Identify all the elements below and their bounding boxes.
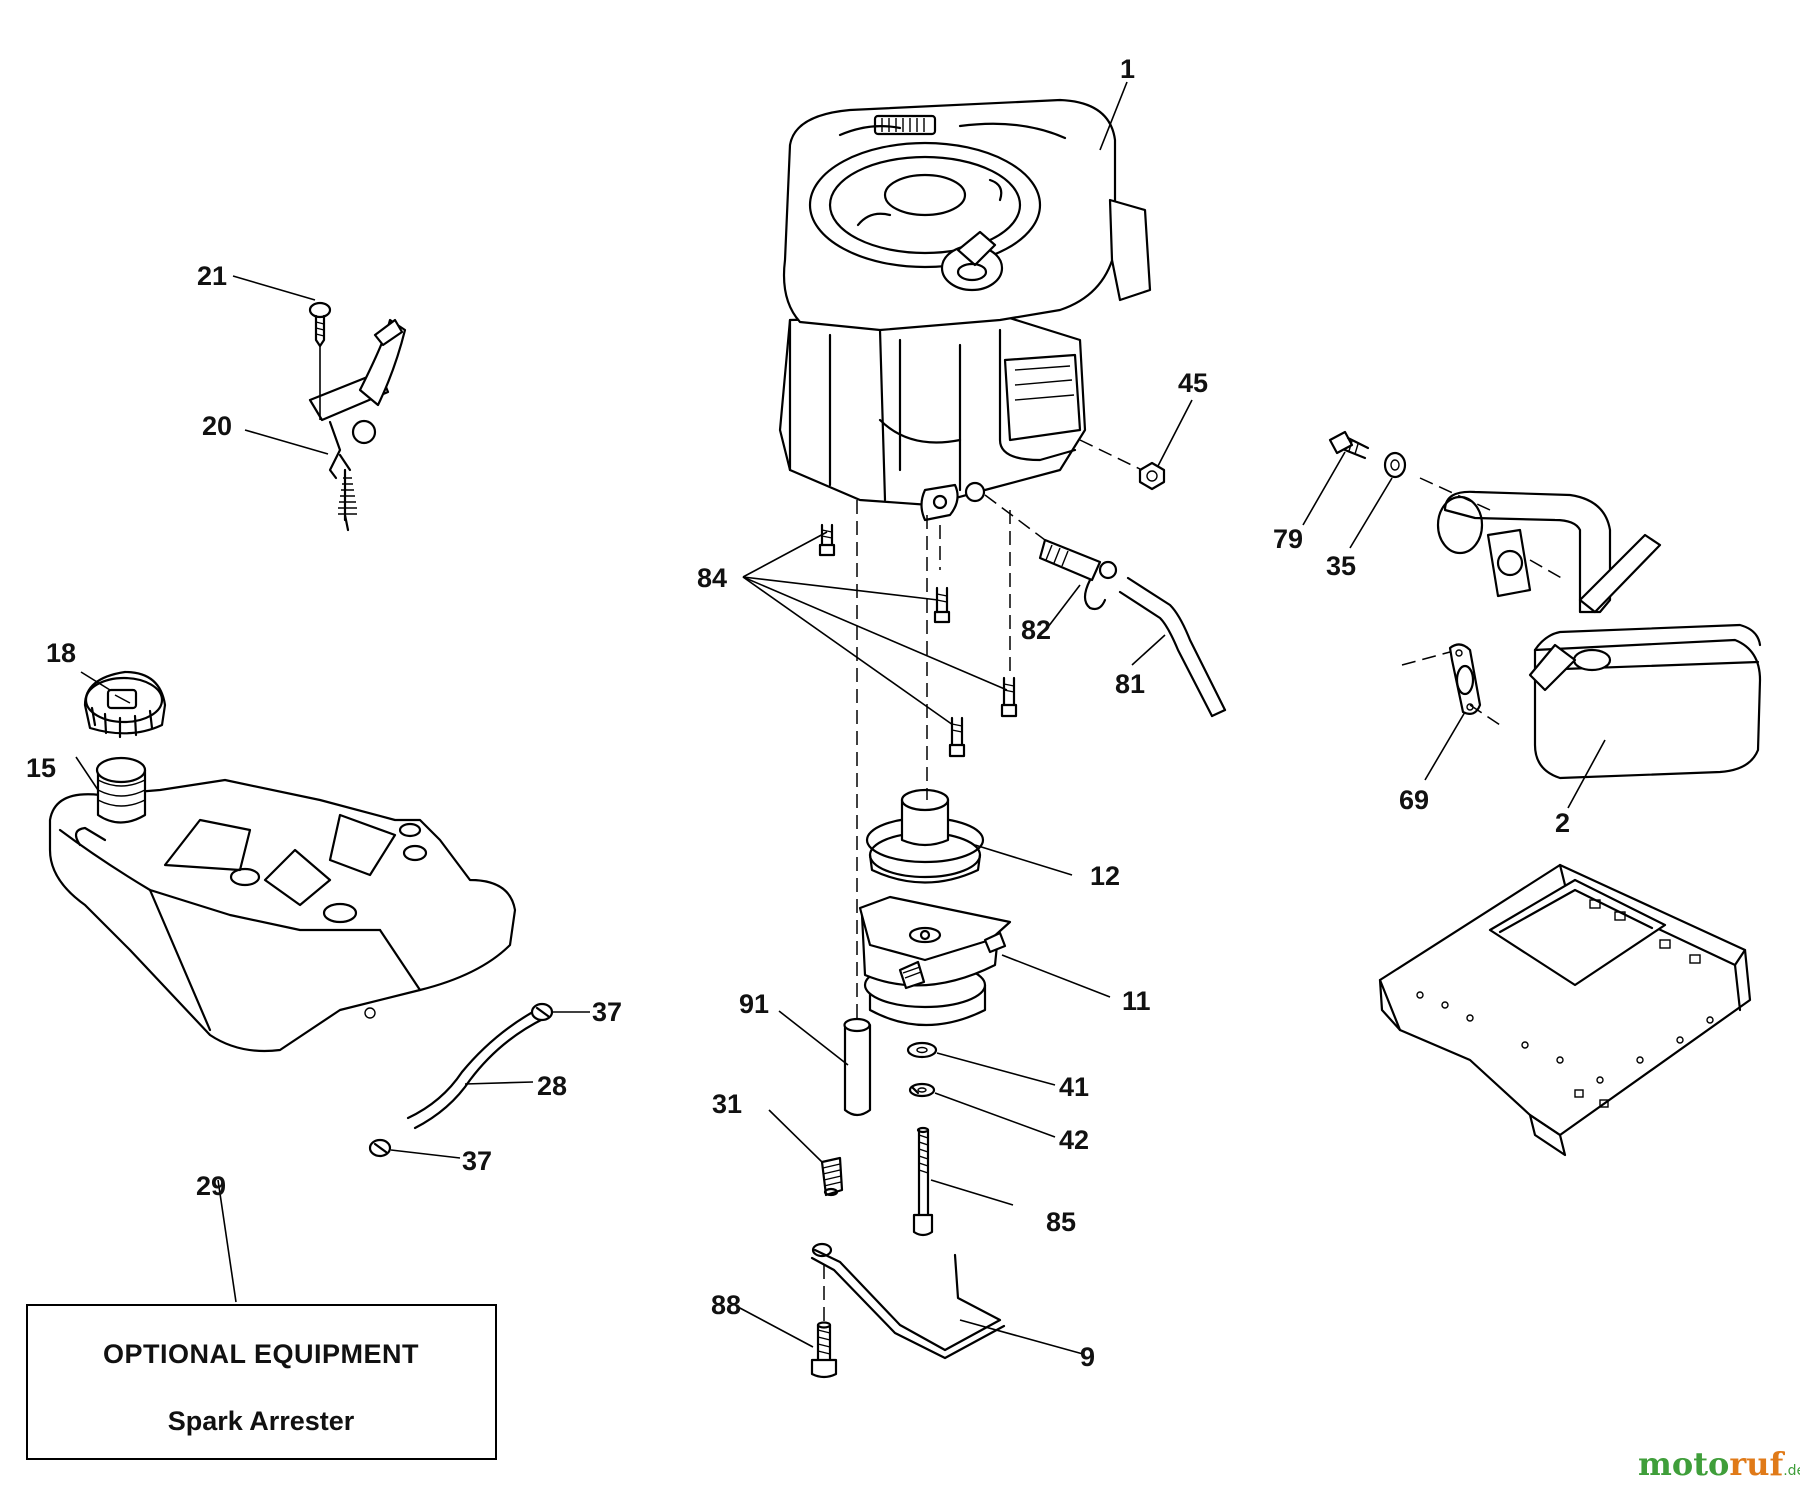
callout-82: 82: [1021, 615, 1051, 645]
callout-1: 1: [1120, 54, 1135, 84]
hose-clamp-part-37-top: [530, 1002, 554, 1022]
set-screw-part-31: [820, 1156, 844, 1197]
throttle-control-part-20: [308, 318, 407, 532]
hose-clamp-part-37-bottom: [368, 1138, 392, 1158]
optional-equipment-title: OPTIONAL EQUIPMENT: [103, 1339, 419, 1369]
callout-79: 79: [1273, 524, 1303, 554]
callouts: 1 21 20 45 84 82 81 79 35 69 2 18 15 12 …: [26, 54, 1570, 1372]
callout-29: 29: [196, 1171, 226, 1201]
callout-9: 9: [1080, 1342, 1095, 1372]
bolt-part-79: [1328, 430, 1370, 460]
watermark-part1: moto: [1638, 1445, 1729, 1483]
callout-37-top: 37: [592, 997, 622, 1027]
assembly-lines: [823, 439, 1566, 1322]
muffler-part-2: [1436, 490, 1762, 780]
washer-part-35: [1383, 451, 1407, 479]
callout-85: 85: [1046, 1207, 1076, 1237]
fuel-line-part-81: [1118, 576, 1227, 718]
bolt-part-88: [810, 1321, 838, 1379]
callout-91: 91: [739, 989, 769, 1019]
callout-35: 35: [1326, 551, 1356, 581]
callout-37-bottom: 37: [462, 1146, 492, 1176]
callout-81: 81: [1115, 669, 1145, 699]
svg-text:motoruf.de: motoruf.de: [1638, 1445, 1800, 1483]
callout-69: 69: [1399, 785, 1429, 815]
callout-41: 41: [1059, 1072, 1089, 1102]
callout-18: 18: [46, 638, 76, 668]
washer-part-41: [906, 1041, 938, 1059]
watermark-suffix: .de: [1783, 1463, 1800, 1479]
callout-15: 15: [26, 753, 56, 783]
nut-part-45: [1138, 461, 1166, 491]
spacer-part-91: [843, 1017, 872, 1117]
rod-part-9: [810, 1242, 1006, 1360]
leader-lines: [75, 81, 1606, 1355]
screw-part-21: [308, 301, 332, 420]
bolt-part-84-d: [948, 716, 966, 758]
bolt-part-84-c: [1000, 676, 1018, 718]
engine-mount-frame: [1378, 863, 1752, 1157]
optional-equipment-box: OPTIONAL EQUIPMENT Spark Arrester: [26, 1304, 497, 1460]
callout-20: 20: [202, 411, 232, 441]
callout-12: 12: [1090, 861, 1120, 891]
callout-42: 42: [1059, 1125, 1089, 1155]
callout-28: 28: [537, 1071, 567, 1101]
engine-part-1: [778, 98, 1152, 522]
fuel-tank-part-15: [48, 756, 517, 1053]
bolt-part-84-a: [818, 523, 836, 557]
optional-equipment-item: Spark Arrester: [168, 1406, 355, 1436]
pulley-part-12: [865, 788, 985, 884]
callout-84: 84: [697, 563, 727, 593]
bolt-part-84-b: [933, 586, 951, 624]
lock-washer-part-42: [908, 1082, 936, 1098]
callout-31: 31: [712, 1089, 742, 1119]
callout-88: 88: [711, 1290, 741, 1320]
watermark-part2: ruf: [1729, 1445, 1785, 1483]
callout-11: 11: [1122, 986, 1151, 1016]
callout-45: 45: [1178, 368, 1208, 398]
fuel-line-part-28: [406, 1006, 547, 1130]
pto-clutch-part-11: [858, 895, 1012, 1027]
watermark-logo: motoruf.de: [1638, 1445, 1800, 1483]
gasket-part-69: [1448, 643, 1482, 715]
connector-part-82: [1038, 538, 1118, 611]
callout-21: 21: [197, 261, 227, 291]
bolt-part-85: [912, 1126, 934, 1237]
callout-2: 2: [1555, 808, 1570, 838]
